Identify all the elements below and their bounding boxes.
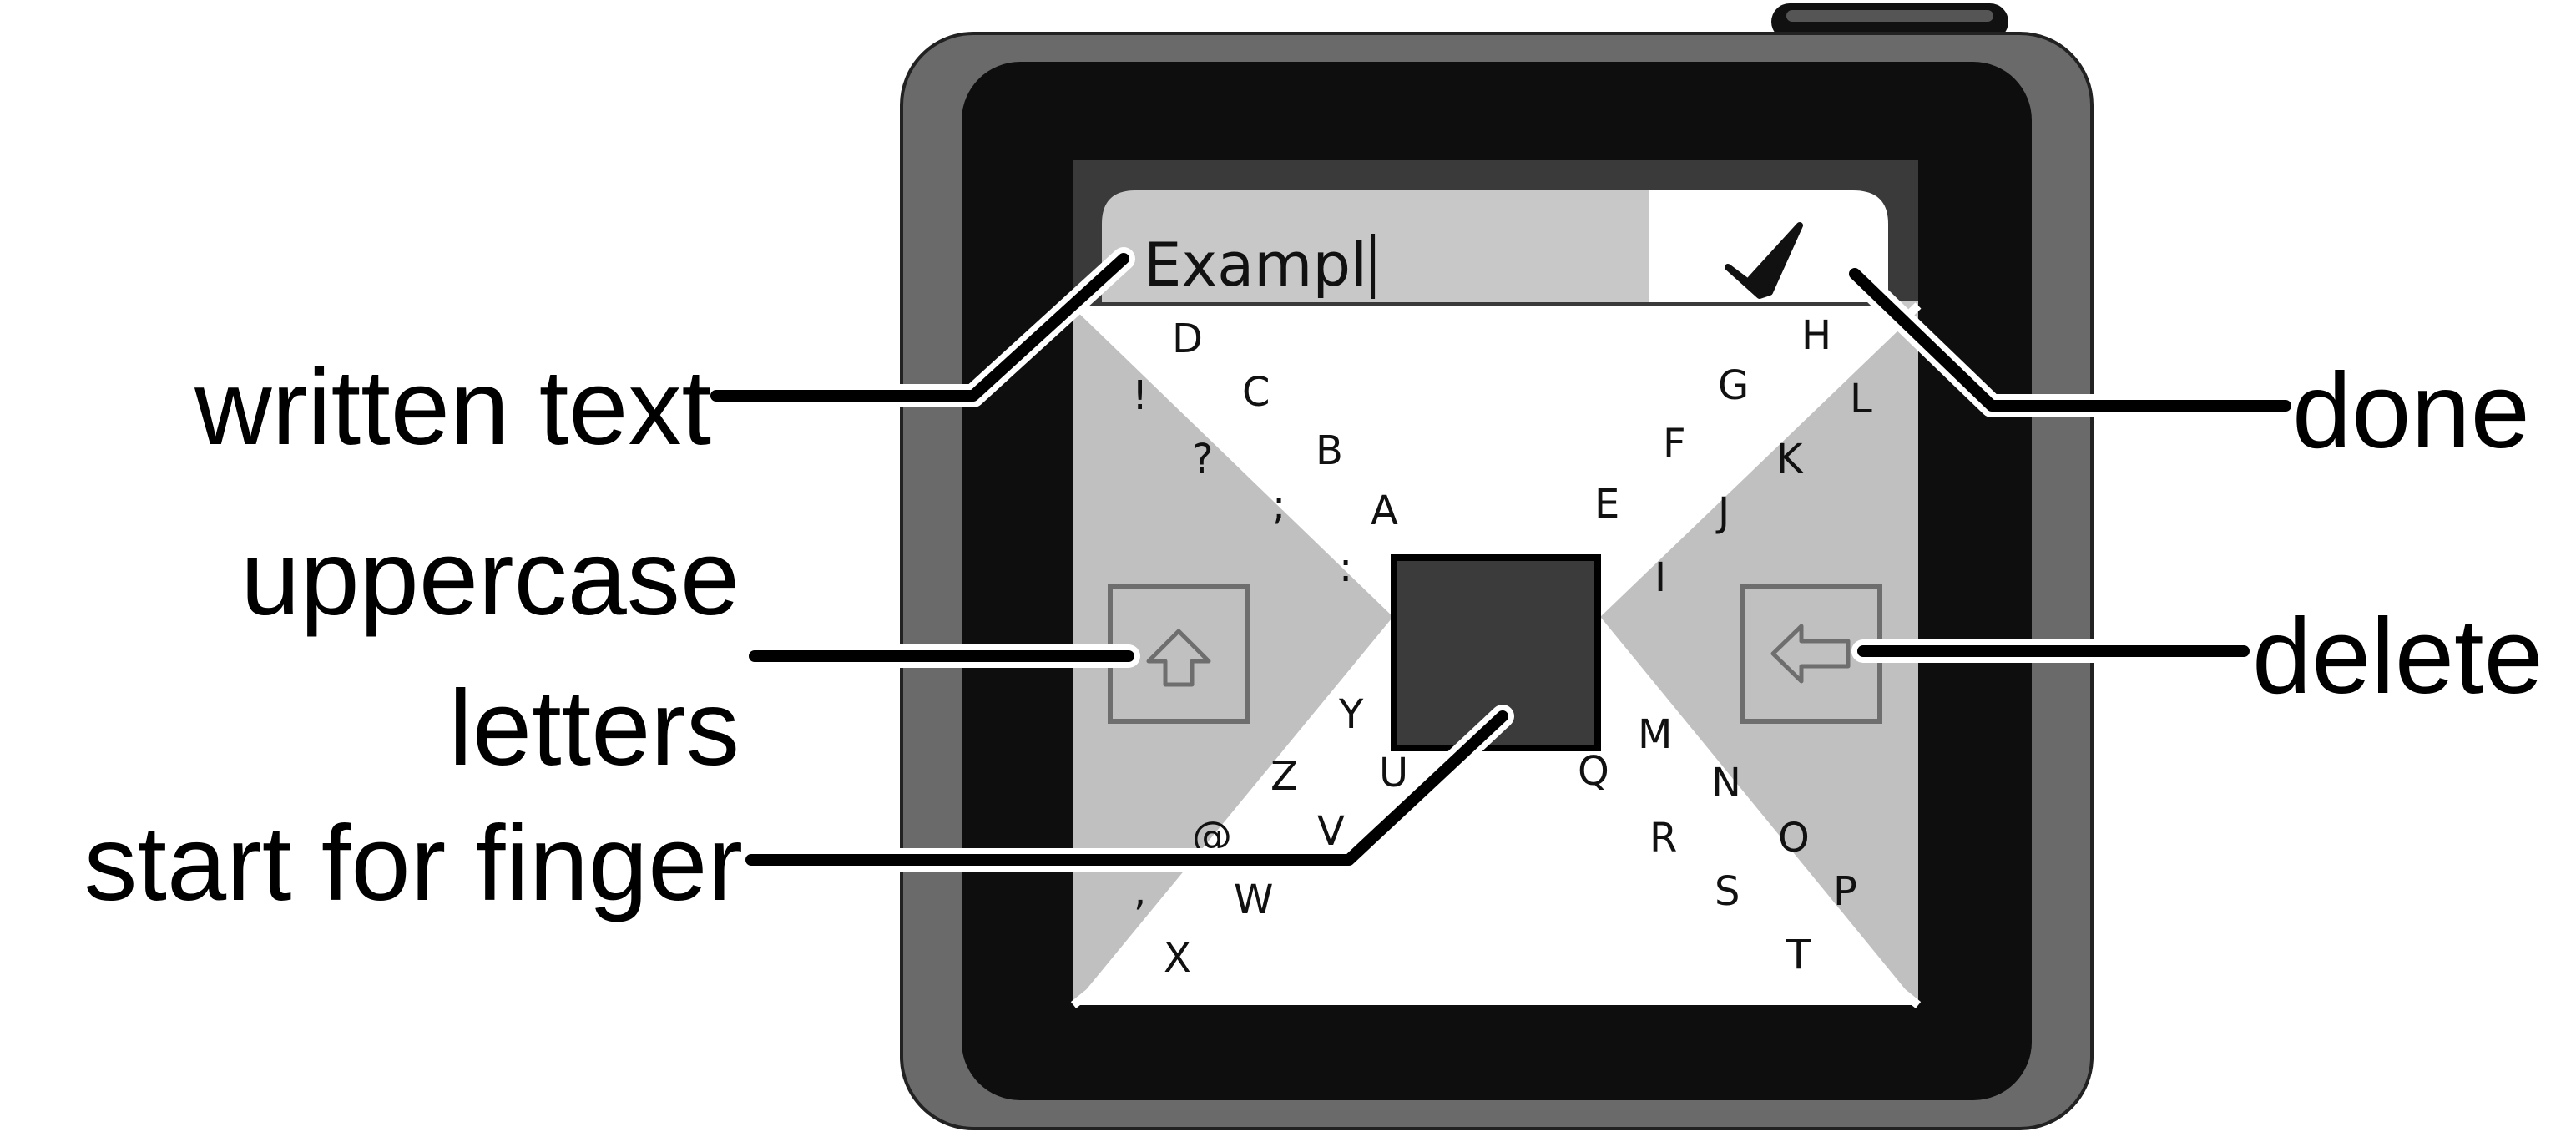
key-O[interactable]: O <box>1778 815 1810 862</box>
key-E[interactable]: E <box>1594 481 1619 528</box>
key-A[interactable]: A <box>1371 488 1398 534</box>
key-Z[interactable]: Z <box>1270 753 1298 800</box>
key-H[interactable]: H <box>1801 312 1831 359</box>
key-K[interactable]: K <box>1776 436 1804 483</box>
key-semicolon[interactable]: ; <box>1272 483 1285 529</box>
callout-done: done <box>2292 351 2530 471</box>
text-cursor <box>1371 234 1376 299</box>
key-W[interactable]: W <box>1234 877 1273 923</box>
key-L[interactable]: L <box>1850 376 1872 422</box>
key-J[interactable]: J <box>1715 489 1730 536</box>
done-tab <box>1649 190 1888 302</box>
key-C[interactable]: C <box>1242 369 1270 416</box>
checkmark-icon[interactable] <box>1725 222 1803 299</box>
callout-uppercase-line1: uppercase <box>240 518 740 638</box>
callout-start-for-finger: start for finger <box>83 804 743 923</box>
crown-button-highlight <box>1786 10 1993 22</box>
key-D[interactable]: D <box>1172 316 1203 362</box>
key-T[interactable]: T <box>1786 932 1811 978</box>
key-X[interactable]: X <box>1164 935 1191 982</box>
key-colon[interactable]: : <box>1339 544 1352 591</box>
key-comma[interactable]: , <box>1134 868 1146 915</box>
leader-lines <box>705 247 2297 872</box>
key-I[interactable]: I <box>1654 554 1666 601</box>
typed-text[interactable]: Exampl <box>1144 230 1367 300</box>
key-F[interactable]: F <box>1663 421 1686 467</box>
callout-uppercase-line2: letters <box>448 669 740 788</box>
key-U[interactable]: U <box>1379 750 1408 796</box>
key-zone-right <box>1598 306 1918 1005</box>
key-G[interactable]: G <box>1718 362 1749 409</box>
key-V[interactable]: V <box>1317 808 1345 855</box>
key-question[interactable]: ? <box>1192 436 1213 483</box>
callout-delete: delete <box>2252 597 2543 716</box>
key-R[interactable]: R <box>1649 815 1677 862</box>
callout-written-text: written text <box>194 348 711 467</box>
key-P[interactable]: P <box>1833 868 1857 915</box>
backspace-arrow-icon <box>1770 624 1851 684</box>
key-M[interactable]: M <box>1638 711 1672 758</box>
key-B[interactable]: B <box>1316 427 1343 474</box>
zone-edge-left-top <box>1070 299 1399 617</box>
zone-edge-right-top <box>1594 302 1922 617</box>
key-Q[interactable]: Q <box>1578 748 1609 795</box>
key-Y[interactable]: Y <box>1338 691 1364 738</box>
shift-arrow-icon <box>1146 629 1211 687</box>
key-exclaim[interactable]: ! <box>1132 372 1148 419</box>
zone-edge-left-bottom <box>1070 744 1399 1008</box>
key-zone-left <box>1073 302 1396 1005</box>
key-S[interactable]: S <box>1715 868 1740 915</box>
text-input-bar <box>1102 190 1649 302</box>
zone-edge-right-bottom <box>1594 744 1922 1008</box>
key-N[interactable]: N <box>1711 760 1741 806</box>
